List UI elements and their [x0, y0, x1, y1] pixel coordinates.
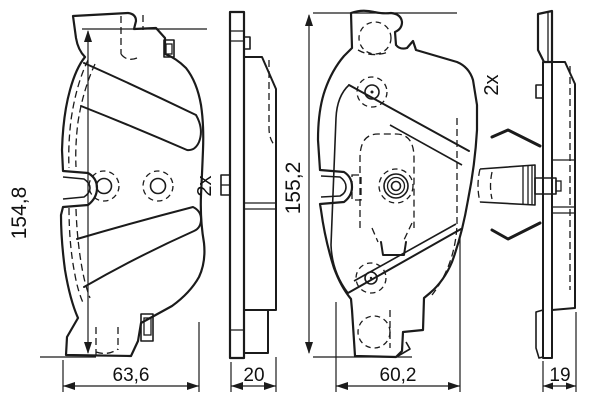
- arrowhead-right: [448, 382, 460, 390]
- pad1-bottom-ear-slot: [143, 317, 152, 336]
- pad1-side-plate-lines: [230, 30, 244, 331]
- right-pad-side-view: [477, 9, 576, 359]
- pad2-grommet-ring3: [390, 180, 402, 192]
- pad1-width-label: 63,6: [113, 365, 150, 386]
- pad2-width-label: 60,2: [380, 365, 417, 386]
- wear-indicator-body-hidden: [477, 168, 493, 203]
- dim-line: [335, 238, 461, 392]
- pad2-notch-hidden-clip: [351, 174, 362, 201]
- arrowhead-right: [264, 382, 276, 390]
- pad2-side-backing-plate: [542, 61, 553, 359]
- pad2-lower-cup: [380, 241, 407, 256]
- pad1-hidden-tab-slot: [120, 15, 144, 60]
- dimension-pad2-width: 60,2: [335, 238, 461, 392]
- pad1-backing-plate-outline: [59, 11, 206, 358]
- pad1-side-chamfer-hidden: [268, 60, 277, 148]
- dimension-pad2-thickness: 19: [542, 312, 577, 392]
- pad2-notch-inner-contour: [320, 175, 347, 198]
- arrowhead-up: [84, 30, 92, 42]
- arrowhead-left: [63, 382, 75, 390]
- pad2-height-label: 155,2: [282, 162, 305, 215]
- pad1-rivet-hole-right: [142, 170, 174, 202]
- pad1-quantity-label: 2x: [194, 175, 216, 196]
- pad2-friction-top-chamfer: [389, 124, 463, 166]
- arrowhead-right: [566, 382, 576, 390]
- arrowhead-down: [84, 342, 92, 354]
- pad1-hidden-foot-slot: [95, 327, 119, 355]
- dimension-pad1-height: 154,8: [8, 28, 207, 358]
- pad2-grommet-outer: [378, 168, 414, 204]
- pad2-hole-top-dot: [370, 90, 374, 94]
- pad2-side-bottom-lug: [535, 309, 544, 359]
- wear-indicator-wire-bottom: [490, 221, 542, 241]
- wear-indicator-stub-end: [555, 180, 562, 192]
- pad1-side-backing-plate: [228, 10, 246, 360]
- pad1-rivet-left-inner: [95, 177, 113, 195]
- pad1-rivet-right-inner: [149, 177, 167, 195]
- pad2-thickness-label: 19: [549, 365, 570, 386]
- pad2-foot-notch-detail: [397, 341, 411, 357]
- dim-line: [62, 322, 200, 392]
- pad1-side-upper-ear: [243, 36, 251, 50]
- pad2-side-top-tab: [536, 9, 554, 64]
- arrowhead-left: [336, 382, 348, 390]
- arrowhead-left: [231, 382, 243, 390]
- wear-indicator-stub: [534, 177, 557, 195]
- pad2-tab-hidden-arc: [357, 49, 389, 56]
- pad1-hidden-edge-left-upper: [68, 59, 89, 169]
- dimension-pad2-height: 155,2: [282, 12, 457, 358]
- arrowhead-up: [305, 14, 313, 26]
- pad2-hole-top: [356, 76, 388, 108]
- pad1-rivet-hole-left: [88, 170, 120, 202]
- pad2-side-upper-lug: [535, 84, 544, 99]
- pad2-grommet-ring1: [383, 173, 409, 199]
- left-pad-side-view: [220, 10, 277, 360]
- pad1-side-friction-block: [243, 56, 277, 311]
- pad2-piston-contour: [359, 133, 415, 243]
- wear-indicator-wire-top: [490, 128, 542, 148]
- pad1-hidden-edge-left-lower2: [75, 208, 91, 299]
- pad2-hole-bottom-inner: [364, 271, 378, 285]
- wear-indicator-ribs: [522, 165, 533, 205]
- pad1-side-plate-foot: [243, 309, 269, 354]
- pad2-backing-plate-outline: [316, 9, 479, 359]
- left-pad-front-view: [59, 11, 206, 358]
- pad1-hidden-edge-left-lower: [68, 207, 85, 306]
- dim-line: [308, 12, 457, 358]
- pad1-notch-inner-contour: [62, 176, 91, 200]
- pad2-hole-top-inner: [364, 84, 380, 100]
- pad2-grommet-ring2: [386, 176, 406, 196]
- arrowhead-left: [543, 382, 553, 390]
- pad1-bottom-ear: [140, 313, 154, 342]
- pad2-friction-left-edge: [330, 84, 350, 294]
- arrowhead-right: [187, 382, 199, 390]
- pad1-hidden-edge-left-upper2: [75, 63, 96, 168]
- dim-line: [40, 28, 207, 358]
- pad1-height-label: 154,8: [8, 187, 31, 240]
- pad1-friction-bottom-band: [76, 206, 202, 288]
- arrowhead-down: [305, 342, 313, 354]
- wear-indicator-body: [479, 164, 536, 206]
- right-pad-front-view: [316, 9, 479, 359]
- pad2-hole-bottom-dot: [369, 276, 373, 280]
- pad1-top-ear-slot: [165, 43, 173, 55]
- pad2-side-friction-lines: [552, 159, 575, 214]
- pad1-thickness-label: 20: [243, 365, 264, 386]
- pad2-friction-top-edge: [348, 84, 470, 152]
- pad2-side-friction-block: [551, 61, 576, 311]
- pad1-top-ear: [163, 39, 175, 58]
- pad2-hole-bottom: [355, 262, 387, 294]
- dimension-pad1-thickness: 20: [230, 357, 277, 392]
- pad2-tab-hidden-circle: [358, 21, 392, 55]
- pad1-friction-top-band: [80, 62, 202, 152]
- dimension-pad1-width: 63,6: [62, 322, 200, 392]
- pad2-quantity-label: 2x: [481, 74, 503, 95]
- pad1-side-friction-lines: [244, 202, 276, 210]
